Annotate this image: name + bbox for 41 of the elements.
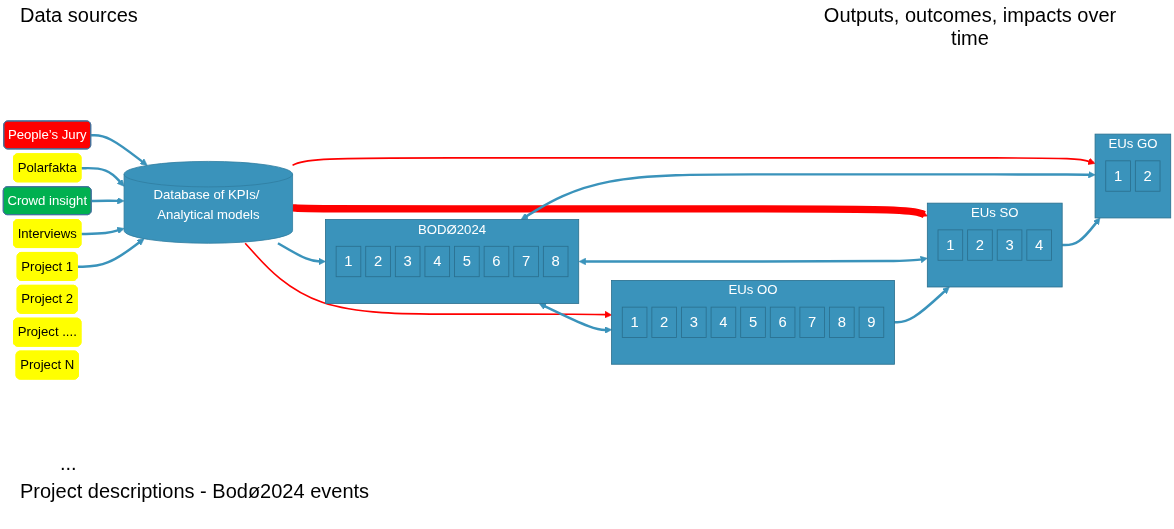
arrow xyxy=(91,134,148,166)
arrow xyxy=(277,242,326,266)
node-box: 8 xyxy=(542,245,569,278)
node-box: 2 xyxy=(967,229,993,261)
node-box: 2 xyxy=(1134,160,1161,192)
arrow xyxy=(578,256,928,266)
node-box: 4 xyxy=(1026,229,1052,261)
node-box: 2 xyxy=(365,245,391,278)
node-box: 3 xyxy=(996,229,1023,261)
node-box: 2 xyxy=(651,306,677,338)
arrow xyxy=(81,226,125,236)
node-box: 1 xyxy=(335,245,362,278)
arrow xyxy=(291,204,928,219)
node-box: 1 xyxy=(621,306,648,338)
node-box: 6 xyxy=(769,306,796,338)
node-box: 3 xyxy=(681,306,707,338)
caption-text: Project descriptions - Bodø2024 events xyxy=(20,480,370,503)
node-box: 8 xyxy=(829,306,855,338)
node-box: 1 xyxy=(937,229,964,261)
heading: Outputs, outcomes, impacts over time xyxy=(822,4,1118,50)
arrow xyxy=(77,238,145,269)
arrow xyxy=(81,166,125,187)
node-box: 3 xyxy=(394,245,421,278)
arrow xyxy=(244,242,612,319)
arrow xyxy=(894,286,950,324)
arrow xyxy=(520,171,1096,220)
node-box: 7 xyxy=(513,245,539,278)
ellipsis-text: ... xyxy=(60,452,77,475)
node-box: 6 xyxy=(483,245,510,278)
node-box: 4 xyxy=(424,245,451,278)
node-box: 5 xyxy=(454,245,480,278)
node-box: 4 xyxy=(710,306,737,338)
node-box: 5 xyxy=(740,306,766,338)
arrow xyxy=(1062,217,1101,247)
arrow xyxy=(291,157,1096,166)
arrow xyxy=(538,303,612,334)
node-box: 1 xyxy=(1105,160,1131,192)
node-box: 7 xyxy=(799,306,825,338)
heading: Data sources xyxy=(20,4,138,27)
node-box: 9 xyxy=(858,306,885,338)
arrow xyxy=(91,197,125,205)
